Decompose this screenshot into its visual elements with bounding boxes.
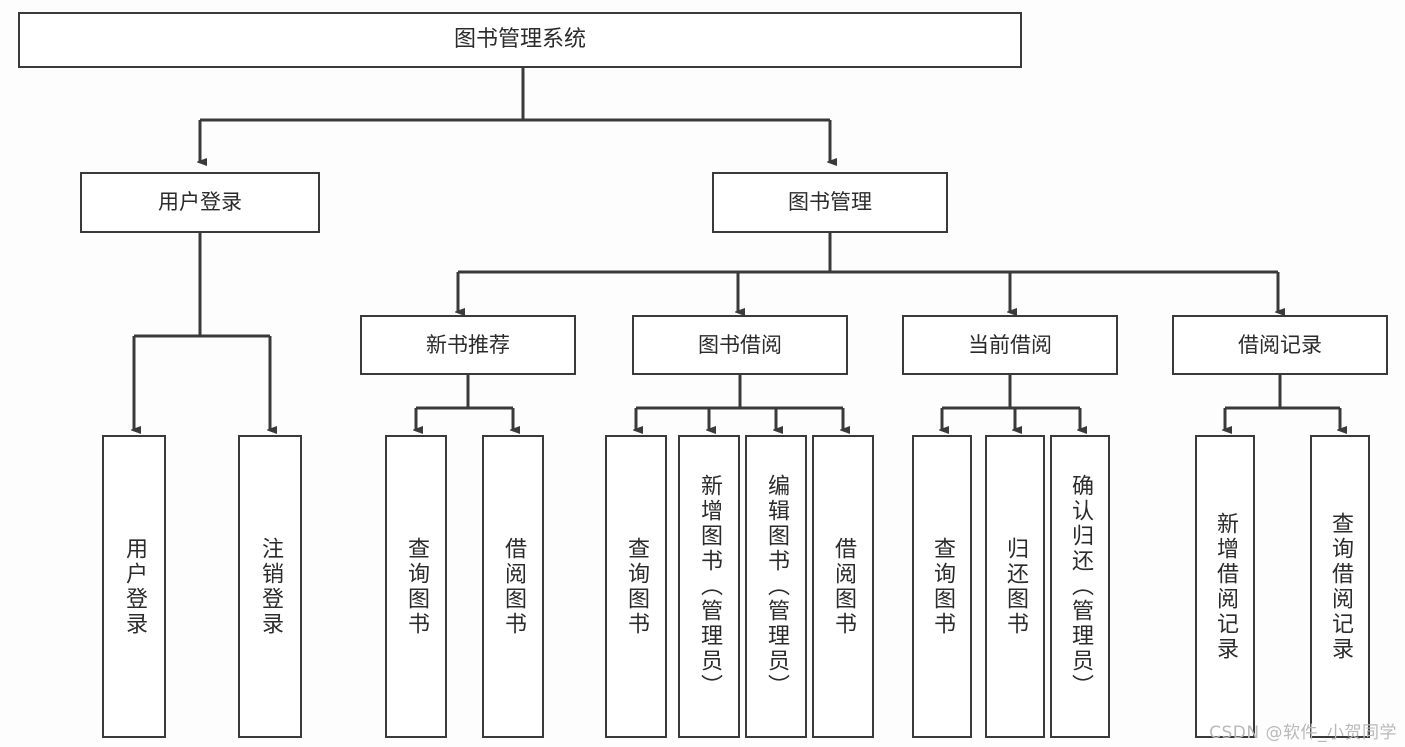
- leaf-borrow-edit-book[interactable]: 编辑图书（管理员）: [745, 435, 807, 738]
- leaf-borrow-add-book-label: 新增图书（管理员）: [697, 474, 722, 699]
- leaf-current-return-book-label: 归还图书: [1003, 536, 1028, 637]
- node-user-login-label: 用户登录: [158, 190, 242, 215]
- leaf-recommend-query-book[interactable]: 查询图书: [385, 435, 447, 738]
- leaf-current-confirm-return[interactable]: 确认归还（管理员）: [1050, 435, 1110, 738]
- node-borrow-record-label: 借阅记录: [1238, 332, 1322, 357]
- node-book-management[interactable]: 图书管理: [712, 172, 948, 233]
- node-book-management-label: 图书管理: [788, 190, 872, 215]
- node-new-book-recommend-label: 新书推荐: [426, 332, 510, 357]
- leaf-recommend-query-book-label: 查询图书: [404, 536, 429, 637]
- leaf-current-return-book[interactable]: 归还图书: [985, 435, 1045, 738]
- leaf-borrow-borrow-book[interactable]: 借阅图书: [812, 435, 874, 738]
- node-book-borrow[interactable]: 图书借阅: [632, 315, 848, 375]
- leaf-current-query-book-label: 查询图书: [930, 536, 955, 637]
- node-new-book-recommend[interactable]: 新书推荐: [360, 315, 576, 375]
- leaf-user-login-label: 用户登录: [122, 536, 147, 637]
- node-user-login[interactable]: 用户登录: [80, 172, 320, 233]
- node-root-label: 图书管理系统: [453, 27, 586, 53]
- leaf-borrow-borrow-book-label: 借阅图书: [831, 536, 856, 637]
- leaf-user-logout-label: 注销登录: [258, 536, 283, 637]
- leaf-current-confirm-return-label: 确认归还（管理员）: [1068, 474, 1093, 699]
- leaf-borrow-add-book[interactable]: 新增图书（管理员）: [678, 435, 740, 738]
- node-borrow-record[interactable]: 借阅记录: [1172, 315, 1388, 375]
- leaf-current-query-book[interactable]: 查询图书: [912, 435, 972, 738]
- node-current-borrow-label: 当前借阅: [968, 332, 1052, 357]
- leaf-user-logout[interactable]: 注销登录: [238, 435, 302, 738]
- node-book-borrow-label: 图书借阅: [698, 332, 782, 357]
- leaf-record-query[interactable]: 查询借阅记录: [1310, 435, 1370, 738]
- leaf-recommend-borrow-book-label: 借阅图书: [501, 536, 526, 637]
- watermark: CSDN @软件_小贺同学: [1209, 723, 1397, 743]
- leaf-user-login[interactable]: 用户登录: [102, 435, 166, 738]
- node-current-borrow[interactable]: 当前借阅: [902, 315, 1118, 375]
- leaf-record-add[interactable]: 新增借阅记录: [1195, 435, 1255, 738]
- leaf-borrow-edit-book-label: 编辑图书（管理员）: [764, 474, 789, 699]
- node-root[interactable]: 图书管理系统: [18, 12, 1022, 68]
- leaf-record-add-label: 新增借阅记录: [1213, 511, 1238, 662]
- leaf-borrow-query-book-label: 查询图书: [624, 536, 649, 637]
- leaf-recommend-borrow-book[interactable]: 借阅图书: [482, 435, 544, 738]
- leaf-borrow-query-book[interactable]: 查询图书: [605, 435, 667, 738]
- leaf-record-query-label: 查询借阅记录: [1328, 511, 1353, 662]
